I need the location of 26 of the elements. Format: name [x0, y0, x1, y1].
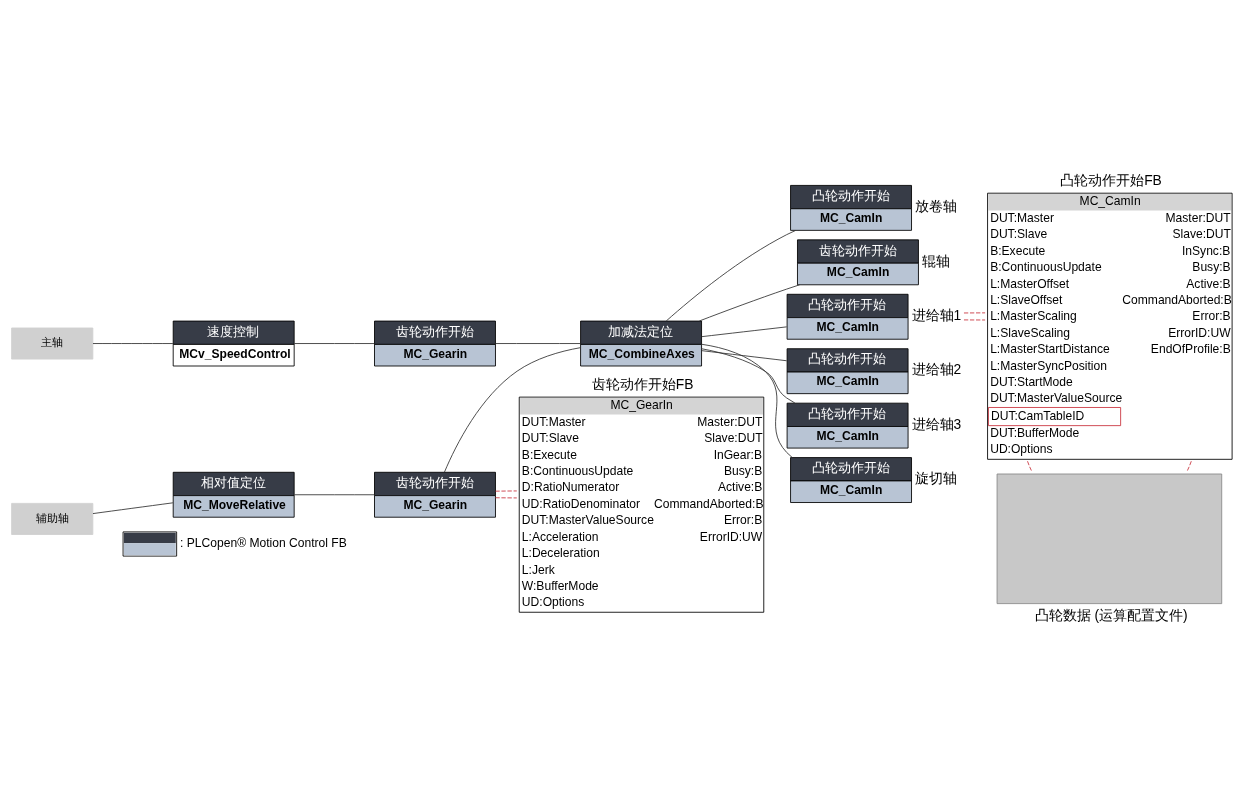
connector — [444, 346, 581, 473]
connector — [294, 493, 375, 495]
node-label: 凸轮动作开始FB — [1060, 171, 1162, 188]
node-label: 进给轴1 — [911, 306, 962, 323]
node-label: 凸轮数据 (运算配置文件) — [1034, 606, 1188, 623]
legend-label: : PLCopen® Motion Control FB — [180, 535, 347, 550]
connector — [92, 342, 174, 344]
node-label: 放卷轴 — [914, 197, 957, 214]
connector — [665, 229, 797, 321]
connector — [294, 342, 375, 344]
connector — [92, 501, 174, 514]
connector — [1027, 460, 1032, 471]
connector — [701, 325, 788, 337]
node-label: 齿轮动作开始FB — [591, 375, 694, 392]
node-label: 进给轴2 — [911, 360, 962, 377]
node-box: 辅助轴 — [11, 502, 94, 535]
connector — [698, 283, 801, 321]
connector — [701, 349, 788, 361]
connector — [495, 342, 581, 344]
connector — [701, 343, 793, 458]
connector — [701, 347, 796, 403]
connector — [1187, 460, 1192, 471]
node-box: 主轴 — [11, 327, 94, 359]
node-label: 旋切轴 — [914, 469, 957, 486]
node-label: 辊轴 — [921, 252, 950, 269]
node-label: 进给轴3 — [911, 415, 962, 432]
